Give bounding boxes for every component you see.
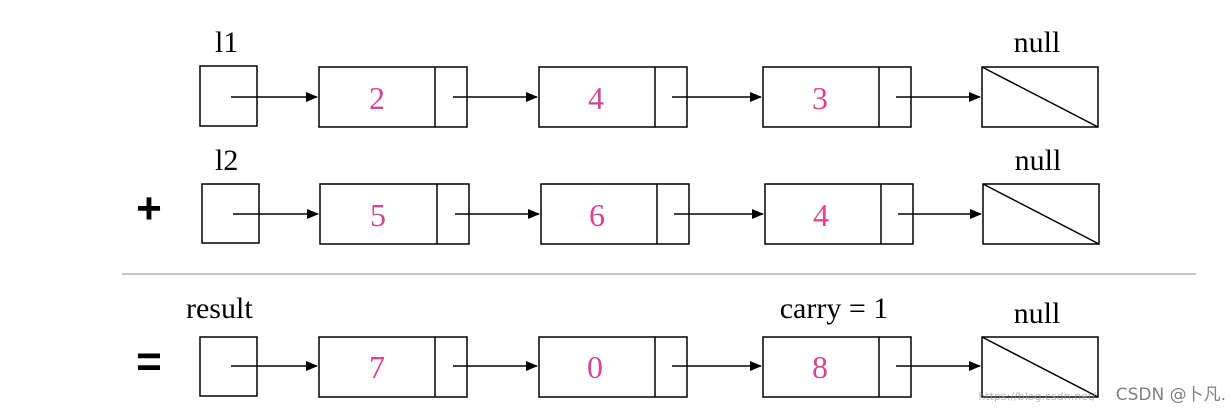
list-node: 7 [318, 336, 468, 398]
equals-operator: = [136, 337, 162, 386]
null-node [982, 183, 1100, 245]
null-node [981, 66, 1099, 128]
null-label: null [1014, 297, 1061, 330]
list-node: 6 [540, 183, 690, 245]
watermark-brand: CSDN @卜凡. [1116, 385, 1226, 405]
list-row-result: = result 7 0 carry = 1 8 null [136, 292, 1099, 398]
list-node: 4 [538, 66, 688, 128]
null-label: null [1015, 144, 1062, 177]
head-label-l1: l1 [215, 26, 238, 59]
list-row-l1: l1 2 4 3 null [199, 26, 1099, 128]
watermark: https://blog.csdn.net/ CSDN @卜凡. [978, 385, 1226, 405]
node-value: 6 [589, 197, 605, 233]
watermark-url: https://blog.csdn.net/ [978, 390, 1096, 403]
head-label-result: result [186, 292, 253, 325]
list-node: 5 [319, 183, 470, 245]
node-value: 4 [588, 80, 604, 116]
head-label-l2: l2 [215, 144, 238, 177]
node-value: 5 [370, 197, 386, 233]
list-node: 8 [762, 336, 912, 398]
node-value: 2 [369, 80, 385, 116]
list-row-l2: + l2 5 6 4 null [136, 144, 1100, 245]
list-node: 3 [762, 66, 912, 128]
list-node: 0 [538, 336, 688, 398]
node-value: 8 [812, 349, 828, 385]
list-node: 4 [764, 183, 914, 245]
null-node [981, 336, 1099, 398]
node-value: 3 [812, 80, 828, 116]
list-node: 2 [318, 66, 468, 128]
node-value: 7 [369, 349, 385, 385]
node-value: 4 [813, 197, 829, 233]
null-label: null [1014, 26, 1061, 59]
carry-note: carry = 1 [780, 292, 889, 325]
node-value: 0 [587, 349, 603, 385]
head-pointer-box [199, 65, 258, 127]
plus-operator: + [136, 184, 162, 233]
